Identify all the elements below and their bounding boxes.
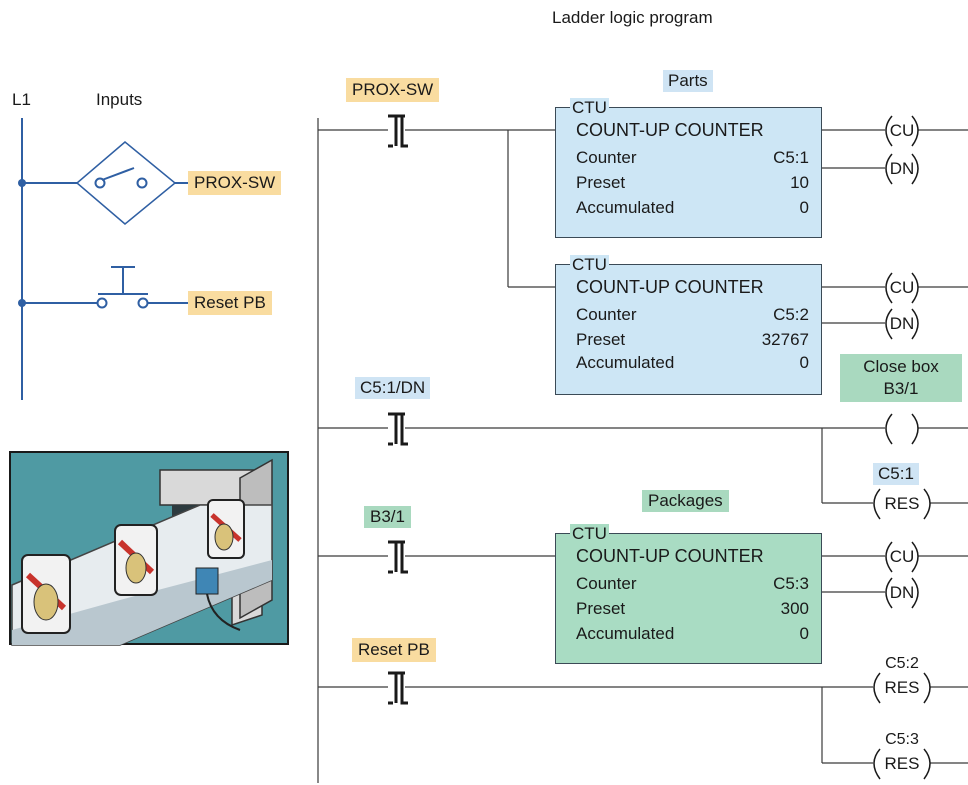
accumulated-label: Accumulated xyxy=(576,198,675,217)
close-box-tag: Close box B3/1 xyxy=(840,354,962,402)
accumulated-value: 0 xyxy=(799,198,809,217)
ladder-wiring xyxy=(317,118,968,783)
prox-switch-symbol xyxy=(75,141,177,225)
coil-dn-2 xyxy=(885,308,893,340)
coil-cu-3 xyxy=(885,541,893,573)
counter-label: Counter xyxy=(576,305,637,324)
coil-close-box xyxy=(885,413,893,445)
b3-1-contact-tag: B3/1 xyxy=(364,506,411,528)
input-circuit xyxy=(21,118,190,400)
coil-dn-1-label: DN xyxy=(889,159,915,178)
preset-label: Preset xyxy=(576,599,626,618)
coil-cu-1-label: CU xyxy=(889,121,915,140)
counter-value: C5:1 xyxy=(773,148,809,167)
diagram-title: Ladder logic program xyxy=(552,8,713,27)
counter-value: C5:2 xyxy=(773,305,809,324)
preset-label: Preset xyxy=(576,330,626,349)
accumulated-label: Accumulated xyxy=(576,353,675,372)
ctu-tag: CTU xyxy=(570,255,609,275)
contact-c5-1-dn xyxy=(388,412,408,446)
close-box-address: B3/1 xyxy=(883,379,919,398)
coil-cu-3-label: CU xyxy=(889,547,915,566)
c5-1-dn-contact-tag: C5:1/DN xyxy=(355,377,431,399)
coil-res-c5-3-label: RES xyxy=(884,754,920,773)
close-box-label: Close box xyxy=(863,357,939,376)
parts-label: Parts xyxy=(663,70,713,92)
ctu-counter-c5-3: CTU COUNT-UP COUNTER Counter C5:3 Preset 3… xyxy=(555,524,822,664)
ctu-counter-c5-2: CTU COUNT-UP COUNTER Counter C5:2 Preset 3… xyxy=(555,255,822,395)
counter-label: Counter xyxy=(576,574,637,593)
coil-cu-2-label: CU xyxy=(889,278,915,297)
ctu-title: COUNT-UP COUNTER xyxy=(576,277,764,297)
counter-value: C5:3 xyxy=(773,574,809,593)
coil-res-c5-1-label: RES xyxy=(884,494,920,513)
ctu-title: COUNT-UP COUNTER xyxy=(576,120,764,140)
reset-c5-3-address: C5:3 xyxy=(885,731,919,748)
ctu-counter-c5-1: CTU COUNT-UP COUNTER Counter C5:1 Preset 1… xyxy=(555,98,822,238)
accumulated-value: 0 xyxy=(799,353,809,372)
accumulated-label: Accumulated xyxy=(576,624,675,643)
conveyor-illustration xyxy=(9,451,289,646)
accumulated-value: 0 xyxy=(799,624,809,643)
coil-dn-1 xyxy=(885,153,893,185)
coil-res-c5-2-label: RES xyxy=(884,678,920,697)
coil-res-c5-3 xyxy=(873,748,881,780)
reset-pb-contact-tag: Reset PB xyxy=(352,638,436,662)
preset-label: Preset xyxy=(576,173,626,192)
counter-label: Counter xyxy=(576,148,637,167)
ctu-tag: CTU xyxy=(570,98,609,118)
prox-sw-contact-tag: PROX-SW xyxy=(346,78,440,102)
reset-pb-input-tag: Reset PB xyxy=(188,291,272,315)
contact-b3-1 xyxy=(388,540,408,574)
coil-res-c5-2 xyxy=(873,672,881,704)
ctu-title: COUNT-UP COUNTER xyxy=(576,546,764,566)
coil-cu-2 xyxy=(885,272,893,304)
packages-label: Packages xyxy=(642,490,729,512)
contact-prox-sw xyxy=(388,114,408,148)
inputs-heading: Inputs xyxy=(96,90,143,109)
ctu-tag: CTU xyxy=(570,524,609,544)
coil-dn-3 xyxy=(885,577,893,609)
coil-dn-3-label: DN xyxy=(889,583,915,602)
reset-c5-2-address: C5:2 xyxy=(885,655,919,672)
preset-value: 10 xyxy=(790,173,809,192)
coil-res-c5-1 xyxy=(873,488,881,520)
l1-label: L1 xyxy=(12,90,31,109)
contact-reset-pb xyxy=(388,671,408,705)
preset-value: 32767 xyxy=(761,330,809,349)
preset-value: 300 xyxy=(780,599,809,618)
prox-sw-input-tag: PROX-SW xyxy=(188,171,282,195)
reset-c5-1-address: C5:1 xyxy=(873,463,919,485)
coil-dn-2-label: DN xyxy=(889,314,915,333)
coil-cu-1 xyxy=(885,115,893,147)
